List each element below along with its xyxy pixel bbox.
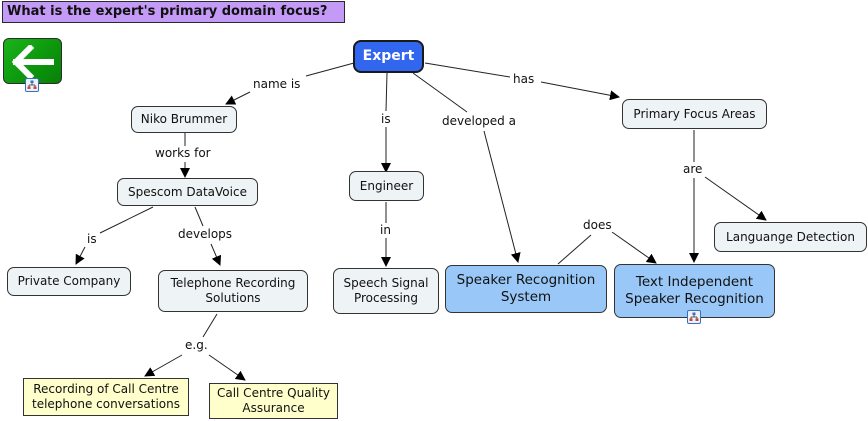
node-text-independent-speaker-recognition[interactable]: Text Independent Speaker Recognition: [614, 264, 775, 318]
link-works-for: works for: [154, 146, 212, 160]
line-eg-callqa: [208, 354, 246, 381]
node-speaker-recognition-system[interactable]: Speaker Recognition System: [445, 265, 607, 313]
line-expert-has: [424, 62, 511, 78]
arrow-left-icon: [12, 45, 54, 79]
line-are-language: [704, 176, 767, 221]
link-is-company: is: [86, 232, 98, 246]
concept-map-link-icon[interactable]: [25, 78, 39, 92]
line-develops-telephone: [210, 243, 222, 266]
line-developed-srs: [483, 130, 521, 263]
line-is-private: [75, 246, 86, 265]
link-in: in: [379, 223, 392, 237]
node-private-company[interactable]: Private Company: [7, 267, 131, 296]
line-eg-recording: [144, 354, 183, 377]
node-primary-focus-areas[interactable]: Primary Focus Areas: [622, 99, 767, 129]
back-button[interactable]: [3, 38, 62, 84]
link-developed-a: developed a: [441, 114, 517, 128]
line-spescom-is: [99, 206, 154, 234]
line-nameis-niko: [225, 91, 251, 105]
concept-map-link-icon[interactable]: [687, 310, 701, 324]
line-has-primary: [540, 81, 620, 101]
link-eg: e.g.: [184, 338, 209, 352]
link-has: has: [512, 72, 536, 86]
node-recording-call-centre[interactable]: Recording of Call Centre telephone conve…: [23, 378, 189, 416]
node-expert[interactable]: Expert: [353, 40, 424, 73]
line-expert-developed: [412, 72, 468, 113]
node-call-centre-qa[interactable]: Call Centre Quality Assurance: [209, 383, 338, 419]
line-spescom-develops: [194, 206, 204, 227]
line-does-textind: [611, 231, 657, 264]
link-name-is: name is: [252, 77, 302, 91]
line-expert-nameis: [305, 62, 355, 77]
node-niko-brummer[interactable]: Niko Brummer: [131, 106, 237, 133]
link-is-engineer: is: [380, 112, 392, 126]
line-telephone-eg: [202, 313, 218, 338]
link-develops: develops: [177, 227, 234, 241]
node-language-detection[interactable]: Languange Detection: [714, 222, 867, 252]
node-speech-signal-processing[interactable]: Speech Signal Processing: [333, 268, 439, 314]
link-are: are: [682, 162, 704, 176]
node-telephone-recording-solutions[interactable]: Telephone Recording Solutions: [158, 270, 308, 312]
line-expert-is: [385, 72, 388, 112]
node-engineer[interactable]: Engineer: [349, 171, 424, 201]
node-spescom-datavoice[interactable]: Spescom DataVoice: [117, 178, 258, 206]
map-title: What is the expert's primary domain focu…: [2, 1, 345, 23]
link-does: does: [582, 218, 613, 232]
line-srs-does: [557, 234, 592, 265]
